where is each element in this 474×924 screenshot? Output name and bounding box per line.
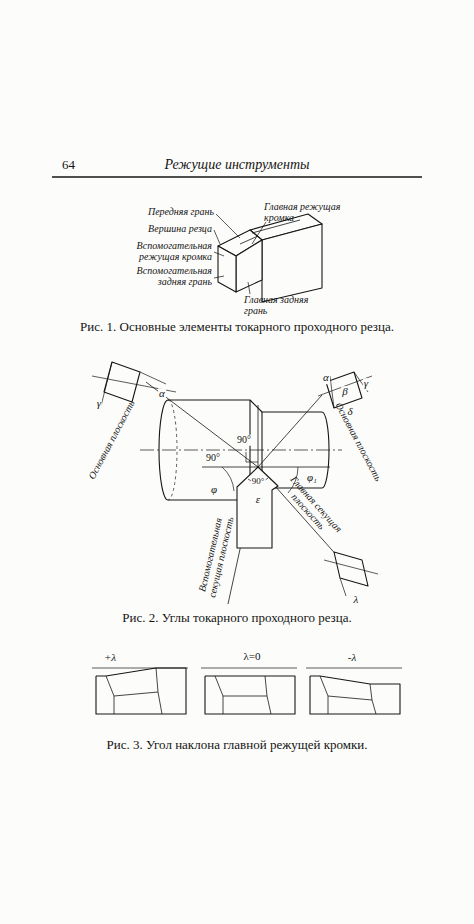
plane-line (258, 405, 259, 467)
inclination-views (372, 700, 376, 714)
header-rule (52, 176, 422, 177)
part-label: Вершина резца (148, 224, 212, 235)
cutter-isometric (262, 224, 322, 302)
angle-label: -λ (347, 652, 357, 664)
turning-tool (237, 467, 278, 548)
inclination-views (114, 668, 158, 696)
plane-line (146, 382, 258, 467)
angle-arc (246, 452, 258, 462)
angle-label: α (158, 388, 166, 400)
section-bottom (340, 578, 346, 596)
figure-caption: Рис. 1. Основные элементы токарного прох… (80, 320, 394, 334)
cutter-isometric (240, 236, 258, 244)
inclination-views (96, 668, 186, 714)
leader-line (214, 252, 224, 256)
leader-line (214, 276, 224, 278)
part-label: Вспомогательная задняя грань (130, 266, 212, 287)
plane-line (146, 382, 348, 604)
plane-line (202, 467, 258, 468)
section-bottom (334, 552, 368, 586)
leader-line (214, 214, 266, 294)
part-label: Вспомогательная режущая кромка (130, 241, 212, 262)
angle-arc (222, 452, 298, 493)
inclination-views (306, 668, 402, 669)
cutter-isometric (218, 214, 322, 302)
angle-arc (222, 467, 234, 491)
plane-line (258, 395, 322, 467)
plane-label: Вспомогательная секущая плоскость (196, 513, 235, 600)
angle-label: +λ (103, 652, 117, 664)
angle-label: 90° (251, 477, 266, 486)
part-label: Главная задняя грань (244, 295, 318, 316)
section-right (330, 376, 334, 408)
leader-line (248, 282, 250, 294)
page-number: 64 (62, 158, 75, 172)
section-right (326, 372, 362, 408)
inclination-views (320, 676, 328, 714)
inclination-views (106, 676, 114, 714)
inclination-views (328, 684, 372, 700)
inclination-views (201, 668, 297, 669)
angle-label: λ (353, 594, 360, 606)
cutter-isometric (218, 246, 236, 292)
running-head: Режущие инструменты (164, 158, 309, 173)
inclination-views (223, 676, 267, 696)
angle-label: α (322, 372, 330, 384)
figure-caption: Рис. 3. Угол наклона главной режущей кро… (107, 738, 368, 752)
section-left (140, 372, 166, 384)
turning-tool (237, 467, 278, 548)
inclination-views (310, 676, 400, 714)
leader-line (216, 214, 240, 238)
angle-label: λ=0 (242, 651, 261, 663)
part-label: Главная режущая кромка (264, 202, 342, 223)
inclination-views (92, 668, 402, 714)
angle-label: β (341, 386, 348, 398)
section-bottom (324, 560, 378, 574)
plane-label: Основная плоскость (87, 399, 137, 481)
angle-label: 90° (205, 453, 221, 464)
angle-label: γ (363, 378, 369, 390)
header-rule (52, 176, 422, 177)
leader-line (214, 230, 220, 244)
angle-label: γ (96, 398, 102, 410)
section-right (318, 372, 372, 408)
inclination-views (205, 676, 295, 714)
workpiece (140, 450, 342, 451)
angle-label: φ₁ (306, 472, 318, 484)
workpiece (168, 400, 322, 412)
angle-label: 90° (236, 435, 252, 446)
leader-line (252, 222, 266, 244)
cutter-isometric (236, 240, 262, 292)
inclination-views (158, 692, 162, 714)
inclination-views (267, 696, 271, 714)
part-label: Передняя грань (148, 207, 214, 218)
figure-caption: Рис. 2. Углы токарного проходного резца. (122, 611, 351, 625)
inclination-views (215, 676, 223, 714)
angle-label: φ (210, 484, 218, 496)
plane-label: Основная плоскость (333, 401, 383, 483)
plane-line (258, 467, 330, 468)
angle-label: ε (255, 494, 261, 506)
section-bottom (324, 552, 378, 596)
